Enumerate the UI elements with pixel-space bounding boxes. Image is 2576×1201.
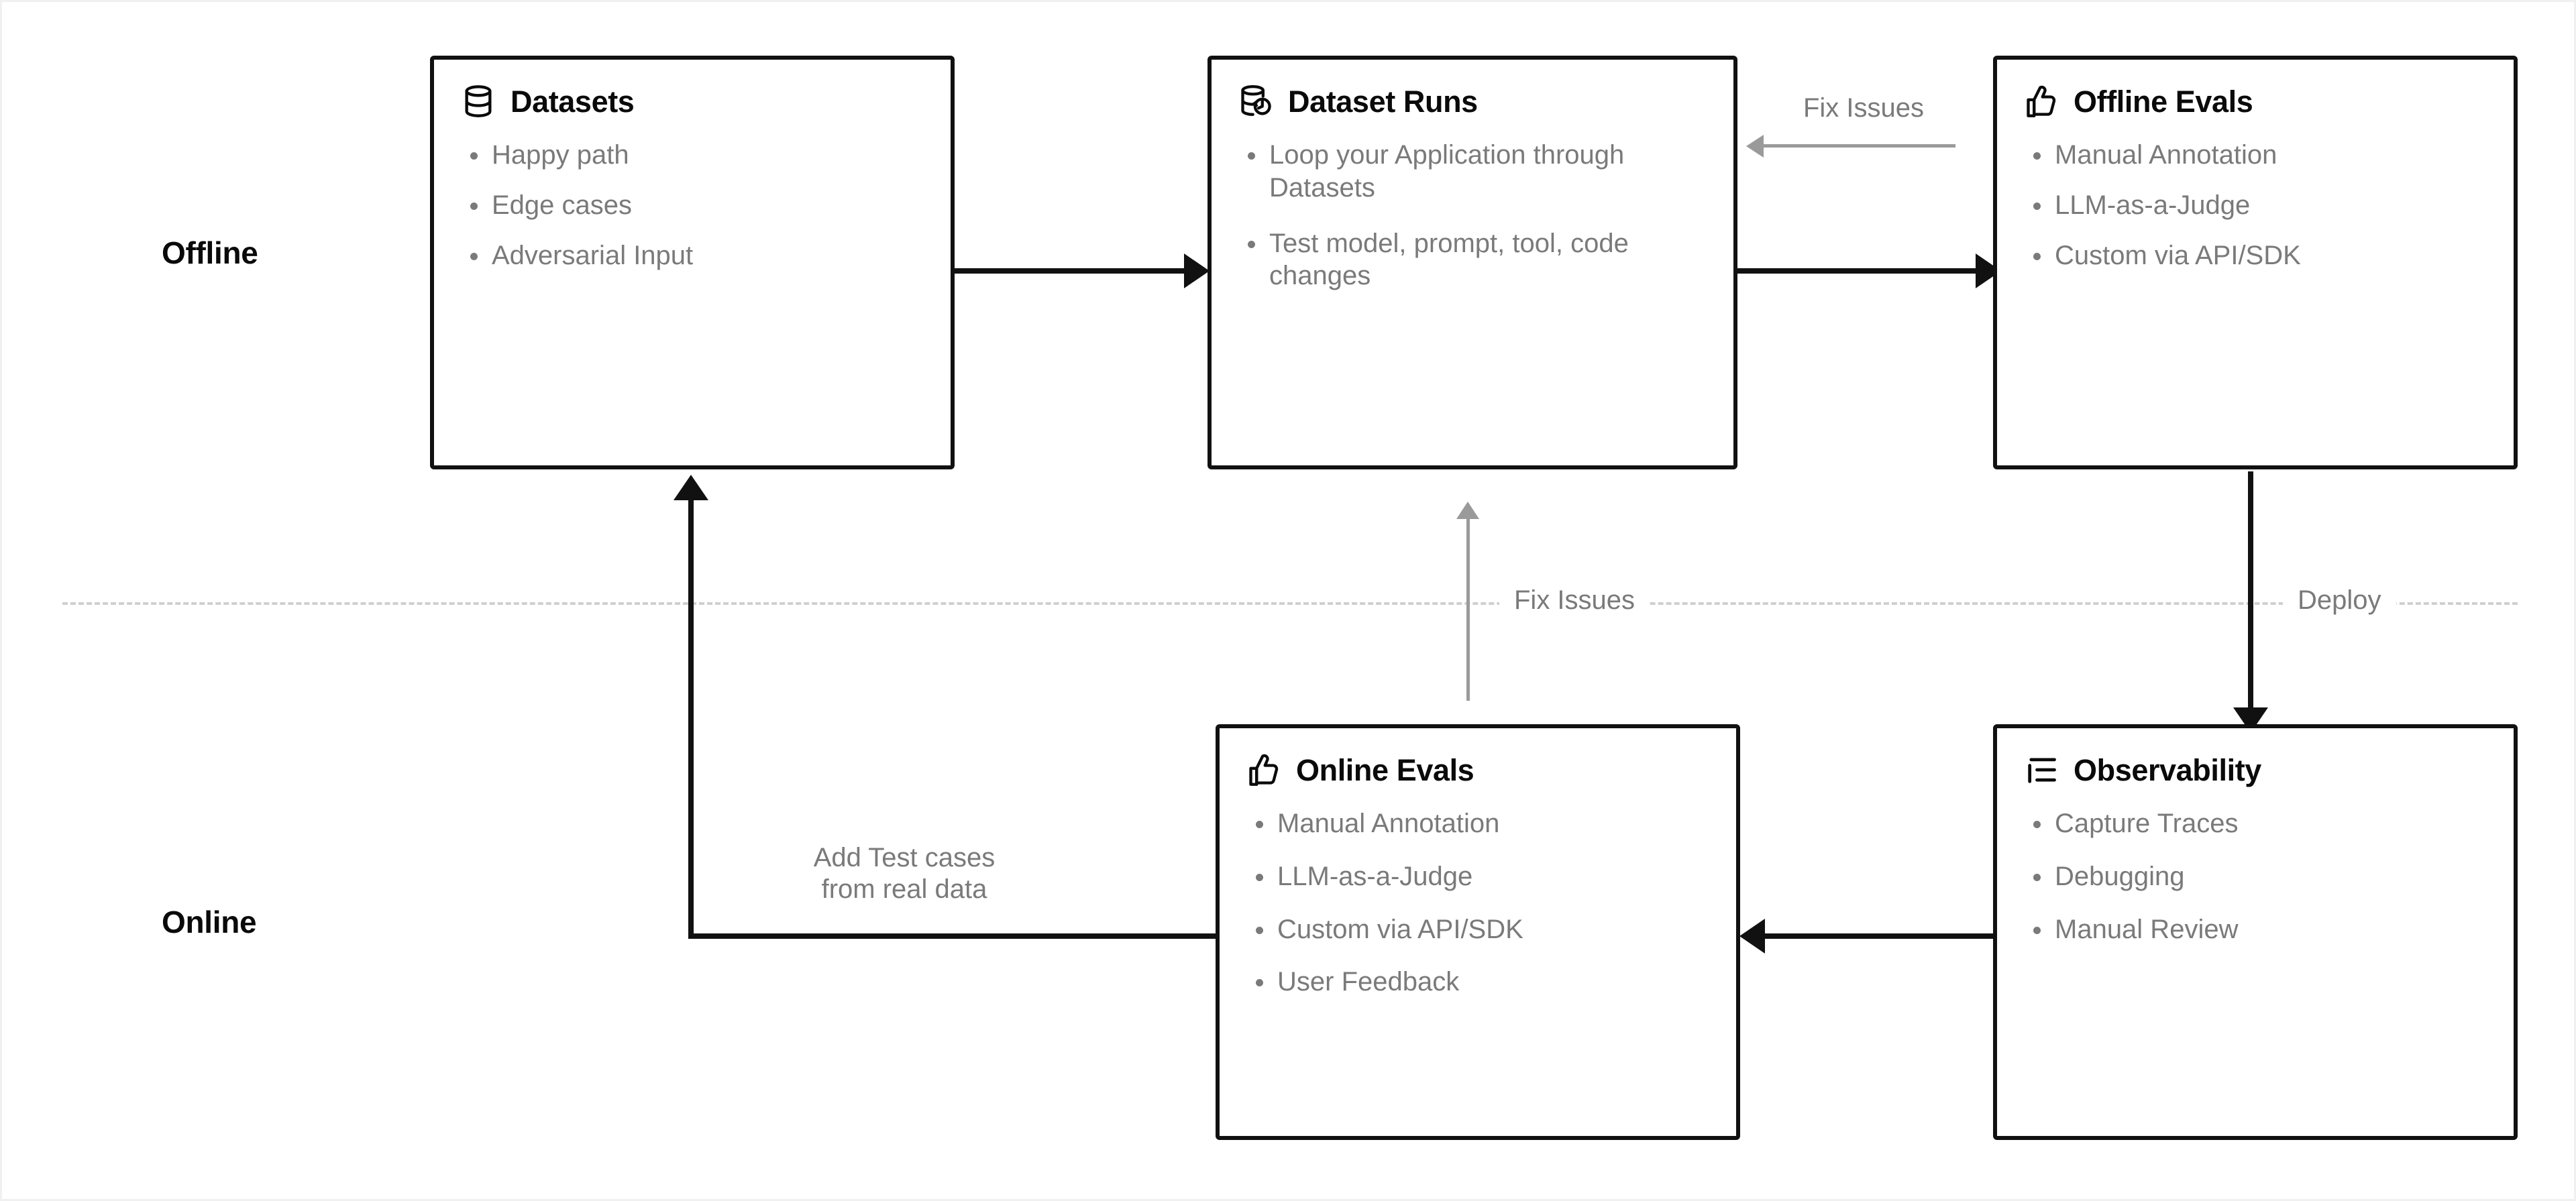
node-offline-evals-title: Offline Evals xyxy=(2074,84,2253,119)
node-dataset-runs-list: Loop your Application through Datasets T… xyxy=(1238,139,1707,292)
arrowhead-online-evals-to-datasets xyxy=(674,475,708,500)
list-item: Manual Annotation xyxy=(1246,807,1709,840)
list-item: User Feedback xyxy=(1246,966,1709,998)
database-icon xyxy=(465,85,492,117)
gray-edge-offline-evals-to-dataset-runs xyxy=(1763,144,1955,148)
node-online-evals-list: Manual Annotation LLM-as-a-Judge Custom … xyxy=(1246,807,1709,998)
list-item: Test model, prompt, tool, code changes xyxy=(1238,227,1707,293)
node-offline-evals[interactable]: Offline Evals Manual Annotation LLM-as-a… xyxy=(1993,56,2518,469)
node-dataset-runs-title: Dataset Runs xyxy=(1288,84,1478,119)
node-dataset-runs-header: Dataset Runs xyxy=(1238,84,1707,119)
node-observability[interactable]: Observability Capture Traces Debugging M… xyxy=(1993,724,2518,1140)
row-label-offline: Offline xyxy=(162,235,258,270)
row-label-online: Online xyxy=(162,905,257,939)
list-item: LLM-as-a-Judge xyxy=(2024,189,2487,222)
node-datasets-list: Happy path Edge cases Adversarial Input xyxy=(461,139,924,272)
node-dataset-runs[interactable]: Dataset Runs Loop your Application throu… xyxy=(1208,56,1737,469)
edge-online-evals-to-datasets-horizontal xyxy=(688,933,1222,939)
node-online-evals[interactable]: Online Evals Manual Annotation LLM-as-a-… xyxy=(1216,724,1740,1140)
edge-dataset-runs-to-offline-evals xyxy=(1734,268,1988,274)
gray-edge-online-evals-to-dataset-runs xyxy=(1466,518,1470,701)
node-offline-evals-header: Offline Evals xyxy=(2024,84,2487,119)
edge-offline-evals-to-observability xyxy=(2248,471,2253,713)
node-datasets-header: Datasets xyxy=(461,84,924,119)
node-online-evals-header: Online Evals xyxy=(1246,752,1709,787)
list-item: Happy path xyxy=(461,139,924,172)
list-item: Custom via API/SDK xyxy=(2024,239,2487,272)
edge-label-fix-issues-top: Fix Issues xyxy=(1803,93,1925,123)
offline-online-divider xyxy=(62,602,2518,605)
list-item: Custom via API/SDK xyxy=(1246,913,1709,946)
database-refresh-icon xyxy=(1241,84,1271,116)
list-item: Manual Review xyxy=(2024,913,2487,946)
list-item: Edge cases xyxy=(461,189,924,222)
edge-label-add-test-cases: Add Test cases from real data xyxy=(813,843,996,905)
node-offline-evals-list: Manual Annotation LLM-as-a-Judge Custom … xyxy=(2024,139,2487,272)
gray-arrowhead-online-evals-to-dataset-runs xyxy=(1456,502,1479,519)
node-observability-title: Observability xyxy=(2074,752,2261,787)
list-item: Loop your Application through Datasets xyxy=(1238,139,1707,205)
list-item: Capture Traces xyxy=(2024,807,2487,840)
node-online-evals-title: Online Evals xyxy=(1296,752,1474,787)
list-item: Debugging xyxy=(2024,860,2487,893)
edge-observability-to-online-evals xyxy=(1746,933,1993,939)
arrowhead-datasets-to-dataset-runs xyxy=(1184,253,1210,288)
node-datasets[interactable]: Datasets Happy path Edge cases Adversari… xyxy=(430,56,955,469)
list-item: Manual Annotation xyxy=(2024,139,2487,172)
divider-label-fix-issues: Fix Issues xyxy=(1499,587,1650,614)
edge-datasets-to-dataset-runs xyxy=(953,268,1196,274)
thumbs-up-icon xyxy=(1249,754,1279,786)
node-datasets-title: Datasets xyxy=(511,84,635,119)
gray-arrowhead-offline-evals-to-dataset-runs xyxy=(1746,135,1764,158)
node-observability-list: Capture Traces Debugging Manual Review xyxy=(2024,807,2487,946)
arrowhead-observability-to-online-evals xyxy=(1739,919,1765,954)
list-item: LLM-as-a-Judge xyxy=(1246,860,1709,893)
thumbs-up-icon xyxy=(2027,85,2056,117)
list-item: Adversarial Input xyxy=(461,239,924,272)
edge-online-evals-to-datasets-vertical xyxy=(688,498,694,939)
divider-label-deploy: Deploy xyxy=(2283,587,2396,614)
list-tree-icon xyxy=(2028,758,2056,783)
node-observability-header: Observability xyxy=(2024,752,2487,787)
